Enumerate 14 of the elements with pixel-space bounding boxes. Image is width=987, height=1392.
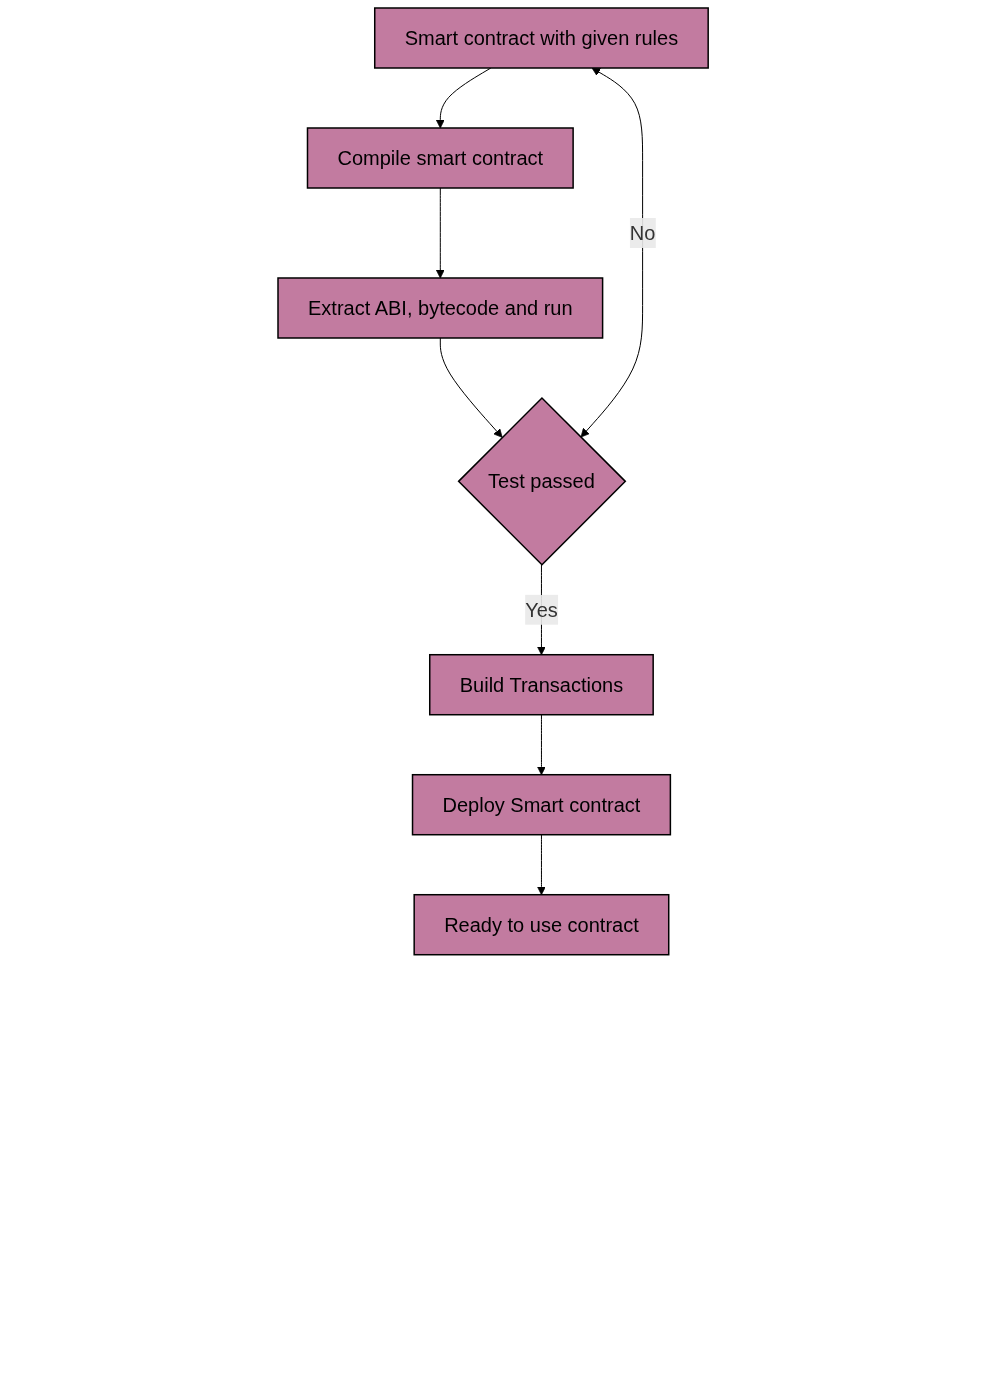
- node-box: Smart contract with given rules: [374, 7, 710, 69]
- arrow: [537, 834, 547, 896]
- node-diamond: Test passed: [457, 396, 627, 566]
- node-box: Compile smart contract: [307, 127, 575, 189]
- arrow: [436, 187, 446, 279]
- arrow: [537, 714, 547, 776]
- edge-label: No: [630, 222, 656, 244]
- edge-label: Yes: [525, 598, 559, 621]
- arrow: [581, 67, 644, 438]
- node-box: Ready to use contract: [413, 893, 670, 956]
- node-box: Build Transactions: [429, 653, 655, 716]
- node-box: Deploy Smart contract: [412, 773, 672, 836]
- arrow: [440, 337, 503, 438]
- node-box: Extract ABI, bytecode and run: [277, 277, 604, 339]
